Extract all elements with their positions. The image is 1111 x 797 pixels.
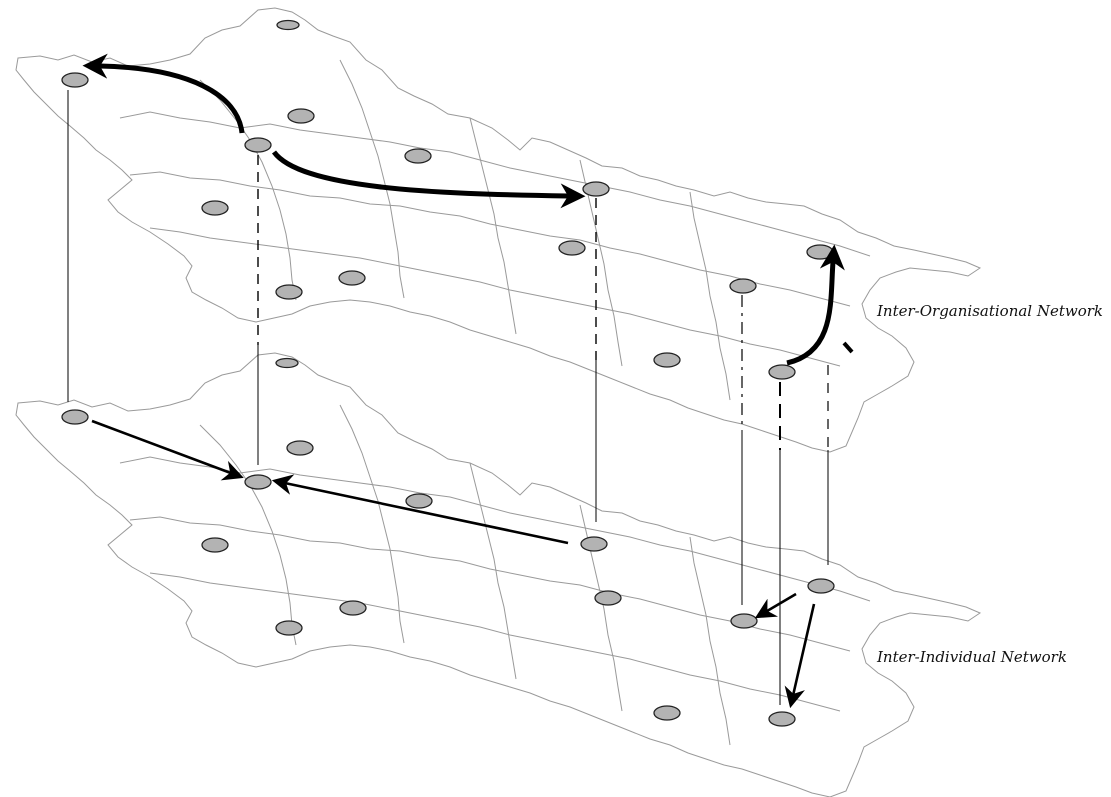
organisation-node (768, 364, 796, 380)
individual-node (275, 620, 303, 636)
individual-node (405, 493, 433, 509)
individual-node (201, 537, 229, 553)
individual-node (730, 613, 758, 629)
organisation-node (729, 278, 757, 294)
individual-node (286, 440, 314, 456)
organisation-node (244, 137, 272, 153)
individual-node (807, 578, 835, 594)
flow-arrow (786, 244, 845, 366)
organisation-node (338, 270, 366, 286)
organisation-node (582, 181, 610, 197)
individual-node (768, 711, 796, 727)
individual-node (244, 474, 272, 490)
organisation-node (558, 240, 586, 256)
layer-connectors (67, 90, 829, 705)
organisation-flows (82, 53, 854, 366)
organisation-node (653, 352, 681, 368)
individual-node (61, 409, 89, 425)
organisation-node (404, 148, 432, 164)
flow-dash (842, 341, 854, 354)
flow-arrow (784, 603, 816, 709)
organisation-node (287, 108, 315, 124)
flow-arrow (271, 150, 586, 209)
organisation-node (276, 19, 300, 31)
individual-node (653, 705, 681, 721)
flow-arrow (91, 419, 244, 481)
organisation-node (275, 284, 303, 300)
flow-arrow (754, 592, 797, 619)
individual-node (339, 600, 367, 616)
organisation-node (61, 72, 89, 88)
individual-nodes (61, 409, 835, 727)
flow-arrow (82, 53, 245, 134)
organisation-node (275, 357, 299, 369)
flow-arrow (271, 474, 569, 545)
inter-individual-map (15, 352, 981, 797)
organisation-nodes (61, 19, 834, 380)
organisation-node (806, 244, 834, 260)
inter-individual-network-label: Inter-Individual Network (877, 648, 1067, 666)
inter-organisational-network-label: Inter-Organisational Network (877, 302, 1104, 320)
organisation-node (201, 200, 229, 216)
individual-node (594, 590, 622, 606)
individual-node (580, 536, 608, 552)
individual-flows (91, 419, 816, 709)
